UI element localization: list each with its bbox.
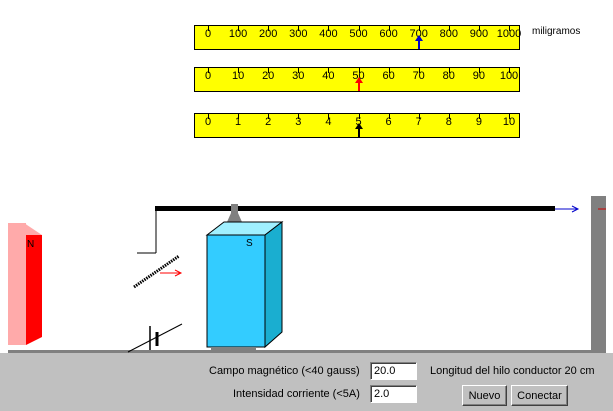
- n-magnet-top: [8, 223, 42, 235]
- scale-mg100: 0 10 20 30 40 50 60 70 80 90 100: [194, 67, 520, 92]
- current-label: Intensidad corriente (<5A): [233, 388, 360, 400]
- scale-tick: [418, 68, 420, 73]
- scale-tick: [328, 114, 330, 119]
- scale-pointer-arrow-icon: [354, 123, 364, 137]
- scale-tick: [478, 68, 480, 73]
- scale-tick: [328, 26, 330, 31]
- unit-label: miligramos: [532, 26, 581, 37]
- scale-tick-label: 0: [204, 116, 212, 128]
- scale-tick: [418, 114, 420, 119]
- n-pole-label: N: [27, 239, 34, 250]
- field-input[interactable]: [370, 362, 417, 380]
- scale-tick-label: 7: [415, 116, 422, 128]
- scale-tick-label: 8: [445, 116, 452, 128]
- battery-wire: [127, 323, 183, 353]
- scale-tick: [358, 26, 360, 31]
- scale-tick: [388, 68, 390, 73]
- connect-button[interactable]: Conectar: [511, 385, 568, 406]
- scale-pointer-arrow-icon: [414, 35, 424, 49]
- s-magnet-side: [264, 220, 283, 349]
- new-button[interactable]: Nuevo: [462, 385, 507, 406]
- scale-tick: [448, 114, 450, 119]
- scale-tick: [298, 68, 300, 73]
- scale-tick: [208, 114, 209, 119]
- scale-tick-label: 500: [349, 28, 368, 40]
- scale-tick: [268, 114, 270, 119]
- pivot: [231, 204, 238, 215]
- scale-tick-label: 30: [292, 70, 305, 82]
- scale-tick-label: 700: [409, 28, 428, 40]
- scale-tick: [448, 68, 450, 73]
- scale-tick: [358, 114, 360, 119]
- scale-tick: [478, 26, 480, 31]
- scale-tick-label: 70: [412, 70, 425, 82]
- scale-tick-label: 5: [355, 116, 362, 128]
- s-magnet: [206, 234, 266, 348]
- scale-tick-label: 300: [289, 28, 308, 40]
- scale-tick-label: 40: [322, 70, 335, 82]
- scale-tick-label: 400: [319, 28, 338, 40]
- scale-tick: [238, 114, 240, 119]
- scale-tick-label: 60: [382, 70, 395, 82]
- scale-pointer-arrow-icon: [354, 77, 364, 91]
- scale-mg1000: 0 100 200 300 400 500 600 700 800 900 1000: [194, 25, 522, 50]
- scale-tick: [388, 114, 390, 119]
- scale-tick-label: 100: [499, 70, 519, 82]
- n-magnet: [26, 235, 42, 345]
- scale-tick: [208, 26, 209, 31]
- wire-length-text: Longitud del hilo conductor 20 cm: [430, 365, 595, 377]
- scale-tick: [448, 26, 450, 31]
- field-label: Campo magnético (<40 gauss): [209, 365, 360, 377]
- scale-tick-label: 10: [231, 70, 245, 82]
- s-pole-label: S: [246, 238, 253, 249]
- scale-tick-label: 90: [472, 70, 486, 82]
- scale-tick-label: 80: [442, 70, 455, 82]
- scale-tick-label: 1: [235, 116, 242, 128]
- scale-tick: [298, 26, 300, 31]
- scale-tick: [208, 68, 209, 73]
- scale-tick-label: 20: [262, 70, 275, 82]
- control-panel: [0, 353, 613, 411]
- scale-tick: [238, 68, 240, 73]
- scale-tick: [328, 68, 330, 73]
- scale-tick: [509, 114, 510, 119]
- scale-tick-label: 9: [475, 116, 482, 128]
- scale-tick-label: 600: [379, 28, 398, 40]
- scale-tick: [478, 114, 480, 119]
- scale-tick-label: 50: [352, 70, 365, 82]
- scale-tick: [268, 26, 270, 31]
- n-magnet-side: [8, 223, 26, 345]
- scale-tick-label: 10: [502, 116, 516, 128]
- scale-tick-label: 100: [228, 28, 248, 40]
- scale-tick-label: 200: [259, 28, 278, 40]
- scale-tick-label: 900: [469, 28, 489, 40]
- scale-tick: [509, 26, 510, 31]
- scale-tick: [418, 26, 420, 31]
- current-input[interactable]: [370, 385, 417, 403]
- scale-tick-label: 3: [295, 116, 302, 128]
- scale-tick-label: 800: [439, 28, 458, 40]
- scale-tick-label: 0: [204, 28, 212, 40]
- scale-tick-label: 1000: [496, 28, 522, 40]
- scale-tick: [298, 114, 300, 119]
- scale-tick: [388, 26, 390, 31]
- s-magnet-top: [205, 221, 284, 236]
- scale-tick: [358, 68, 360, 73]
- scale-tick-label: 4: [325, 116, 332, 128]
- scale-tick-label: 6: [385, 116, 392, 128]
- scale-tick-label: 0: [204, 70, 212, 82]
- scale-mg10: 0 1 2 3 4 5 6 7 8 9 10: [194, 113, 520, 138]
- scale-tick: [268, 68, 270, 73]
- balance-wire: [155, 206, 555, 211]
- right-post: [591, 196, 606, 354]
- scale-tick-label: 2: [265, 116, 272, 128]
- conductor-segment: [133, 254, 180, 289]
- scale-tick: [509, 68, 510, 73]
- scale-tick: [238, 26, 240, 31]
